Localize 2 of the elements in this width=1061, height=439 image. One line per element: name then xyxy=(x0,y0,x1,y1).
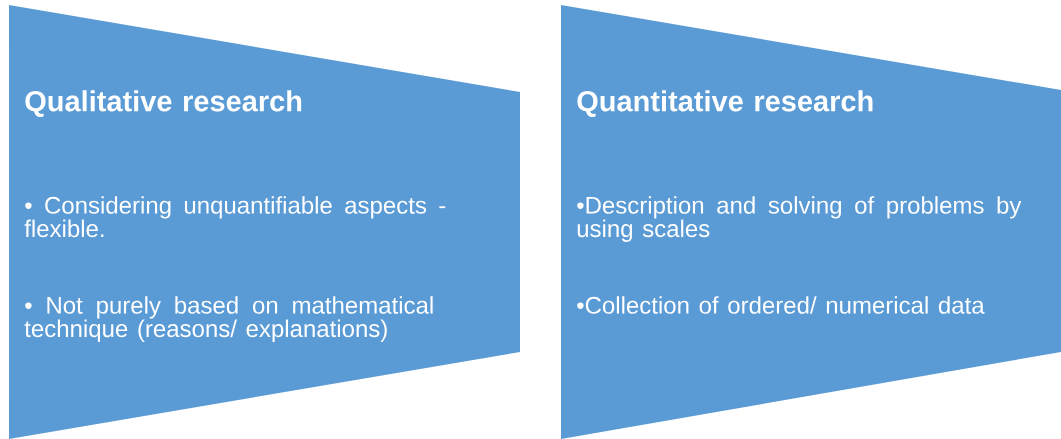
trapezoid-box: Qualitative research • Considering unquantifiable aspects - flexible. • Not purely based on mathematical technique (reasons/ explanations) xyxy=(9,5,520,439)
trapezoid-box: Quantitative research •Description and solving of problems by using scales •Collection of ordered/ numerical data xyxy=(561,5,1061,439)
